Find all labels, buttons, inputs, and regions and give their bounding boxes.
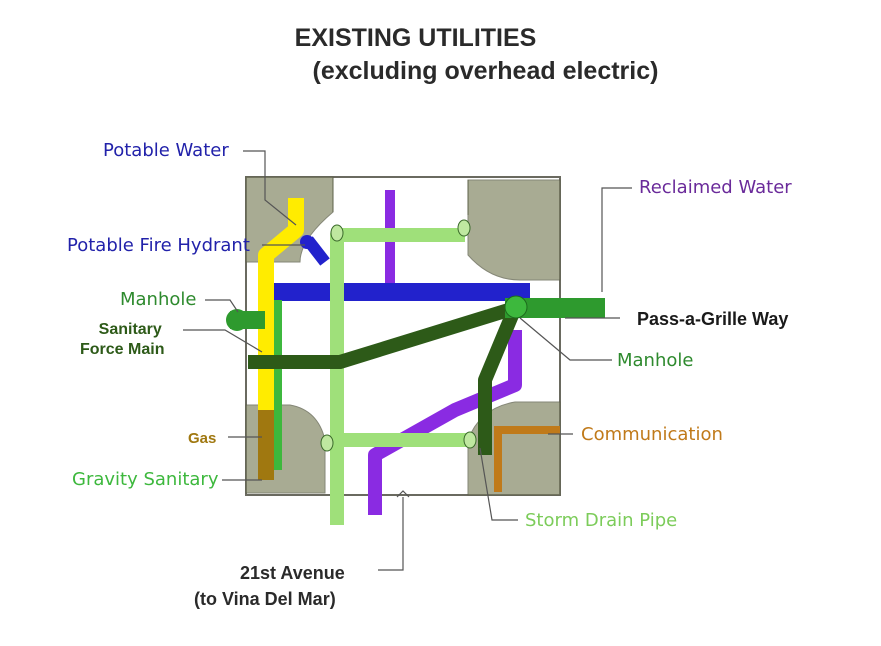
label-communication: Communication — [581, 424, 723, 445]
leader-lines — [183, 150, 632, 571]
label-21st-avenue-line1: 21st Avenue — [240, 563, 345, 583]
label-gas: Gas — [188, 430, 217, 447]
manhole-right — [504, 295, 528, 319]
label-21st-avenue-line2: (to Vina Del Mar) — [194, 589, 336, 609]
label-sanitary-force-main: Sanitary Force Main — [80, 320, 164, 360]
block-top-right — [467, 179, 561, 281]
diagram-title: EXISTING UTILITIES (excluding overhead e… — [0, 22, 881, 88]
label-sanitary-force-main-line1: Sanitary — [98, 321, 162, 338]
label-21st-avenue: 21st Avenue (to Vina Del Mar) — [185, 560, 345, 612]
communication-line — [494, 426, 560, 492]
label-potable-fire-hydrant: Potable Fire Hydrant — [67, 235, 250, 256]
label-storm-drain-pipe: Storm Drain Pipe — [525, 510, 678, 531]
label-reclaimed-water: Reclaimed Water — [639, 177, 792, 198]
reclaimed-water-pipe — [368, 330, 522, 515]
title-line-1: EXISTING UTILITIES — [294, 24, 537, 52]
manhole-left — [226, 309, 248, 331]
label-pass-a-grille-way: Pass-a-Grille Way — [637, 309, 789, 329]
title-line-2: (excluding overhead electric) — [312, 57, 659, 85]
label-sanitary-force-main-line2: Force Main — [80, 341, 165, 358]
label-manhole-right: Manhole — [617, 350, 694, 371]
label-manhole-left: Manhole — [120, 289, 197, 310]
label-potable-water: Potable Water — [103, 140, 229, 161]
storm-drain-pipe — [330, 228, 465, 525]
label-gravity-sanitary: Gravity Sanitary — [72, 469, 219, 490]
